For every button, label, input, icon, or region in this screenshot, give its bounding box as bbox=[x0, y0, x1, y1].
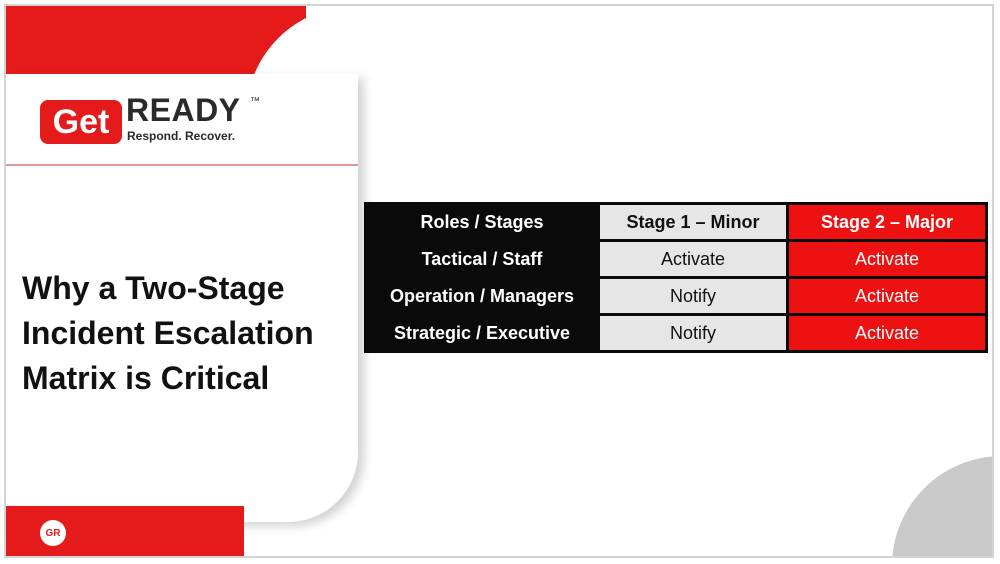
matrix-header-row: Roles / Stages Stage 1 – Minor Stage 2 –… bbox=[364, 202, 988, 242]
gr-logo-badge: GR bbox=[40, 520, 66, 546]
logo-trademark: ™ bbox=[250, 96, 260, 107]
logo-header: Get READY ™ Respond. Recover. bbox=[6, 74, 358, 166]
matrix-row: Strategic / Executive Notify Activate bbox=[364, 313, 988, 353]
gr-badge-text: GR bbox=[45, 527, 61, 539]
slide: Get READY ™ Respond. Recover. Why a Two-… bbox=[4, 4, 994, 558]
role-cell: Strategic / Executive bbox=[364, 313, 600, 353]
slide-title: Why a Two-Stage Incident Escalation Matr… bbox=[22, 266, 358, 401]
header-stage-1: Stage 1 – Minor bbox=[597, 202, 789, 242]
logo-get-text: Get bbox=[52, 102, 110, 141]
decor-gray-corner bbox=[892, 456, 992, 556]
stage2-cell: Activate bbox=[786, 313, 988, 353]
logo-get-box: Get bbox=[40, 100, 122, 144]
role-cell: Operation / Managers bbox=[364, 276, 600, 316]
matrix-row: Tactical / Staff Activate Activate bbox=[364, 239, 988, 279]
title-card: Get READY ™ Respond. Recover. Why a Two-… bbox=[6, 74, 358, 522]
escalation-matrix: Roles / Stages Stage 1 – Minor Stage 2 –… bbox=[364, 202, 988, 353]
logo-tagline: Respond. Recover. bbox=[127, 129, 236, 143]
stage2-cell: Activate bbox=[786, 239, 988, 279]
stage1-cell: Activate bbox=[597, 239, 789, 279]
logo-ready-text: READY bbox=[126, 92, 241, 128]
header-roles-stages: Roles / Stages bbox=[364, 202, 600, 242]
role-cell: Tactical / Staff bbox=[364, 239, 600, 279]
header-stage-2: Stage 2 – Major bbox=[786, 202, 988, 242]
title-line: Incident Escalation bbox=[22, 315, 314, 351]
stage2-cell: Activate bbox=[786, 276, 988, 316]
title-line: Why a Two-Stage bbox=[22, 270, 285, 306]
stage1-cell: Notify bbox=[597, 276, 789, 316]
decor-white-curve bbox=[246, 6, 946, 206]
title-line: Matrix is Critical bbox=[22, 360, 270, 396]
stage1-cell: Notify bbox=[597, 313, 789, 353]
matrix-row: Operation / Managers Notify Activate bbox=[364, 276, 988, 316]
